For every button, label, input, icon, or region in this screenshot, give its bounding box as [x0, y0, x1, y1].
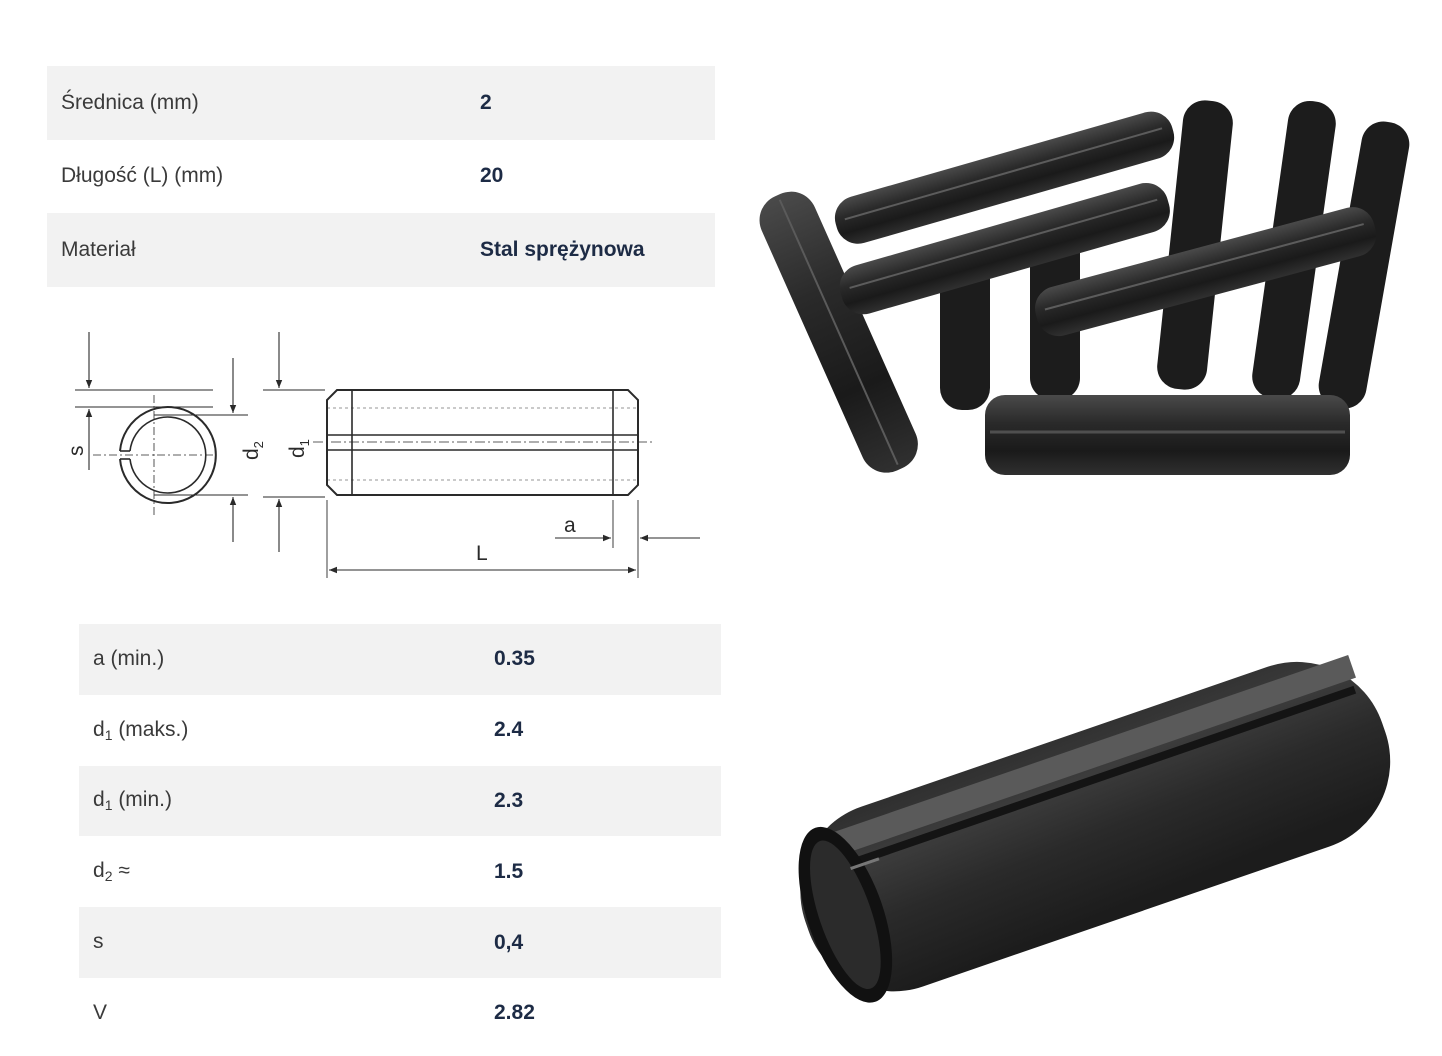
label-s: s	[65, 446, 88, 457]
dimensions-table: a (min.) 0.35 d1 (maks.) 2.4 d1 (min.) 2…	[79, 624, 721, 1049]
spec-value: 20	[480, 164, 504, 188]
label-d1: d1	[286, 439, 312, 458]
spec-table-main: Średnica (mm) 2 Długość (L) (mm) 20 Mate…	[47, 66, 715, 287]
table-row: Średnica (mm) 2	[47, 66, 715, 140]
spec-value: 2	[466, 66, 715, 140]
table-row: d2 ≈ 1.5	[79, 836, 721, 907]
table-row: d1 (maks.) 2.4	[79, 695, 721, 766]
label-d2: d2	[240, 441, 266, 460]
dim-value: 0.35	[480, 624, 721, 695]
table-row: Długość (L) (mm) 20	[47, 140, 715, 214]
dim-label: d2 ≈	[93, 859, 130, 885]
technical-drawing: s d2 d1 a L	[65, 332, 700, 578]
dim-label: V	[93, 1000, 108, 1024]
dim-value: 1.5	[494, 859, 524, 883]
table-row: V 2.82	[79, 978, 721, 1049]
spec-label: Długość (L) (mm)	[61, 164, 224, 188]
dim-value: 2.3	[480, 765, 721, 837]
label-L: L	[476, 542, 488, 565]
product-photo-group	[759, 100, 1410, 475]
table-row: d1 (min.) 2.3	[79, 765, 721, 837]
section-outer-ring	[119, 406, 217, 504]
spec-label: Materiał	[47, 213, 466, 287]
dim-value: 0,4	[480, 907, 721, 978]
dim-label: s	[79, 907, 480, 978]
label-a: a	[564, 514, 576, 537]
dim-value: 2.4	[494, 718, 524, 742]
table-row: Materiał Stal sprężynowa	[47, 213, 715, 287]
dim-value: 2.82	[494, 1001, 535, 1025]
pin-side-view	[326, 389, 639, 496]
dim-label: d1 (maks.)	[93, 717, 189, 743]
product-photo-single	[798, 654, 1391, 1003]
spec-label: Średnica (mm)	[47, 66, 466, 140]
spec-value: Stal sprężynowa	[466, 213, 715, 287]
table-row: s 0,4	[79, 907, 721, 978]
dim-label: a (min.)	[79, 624, 480, 695]
dim-label: d1 (min.)	[79, 765, 480, 837]
table-row: a (min.) 0.35	[79, 624, 721, 695]
